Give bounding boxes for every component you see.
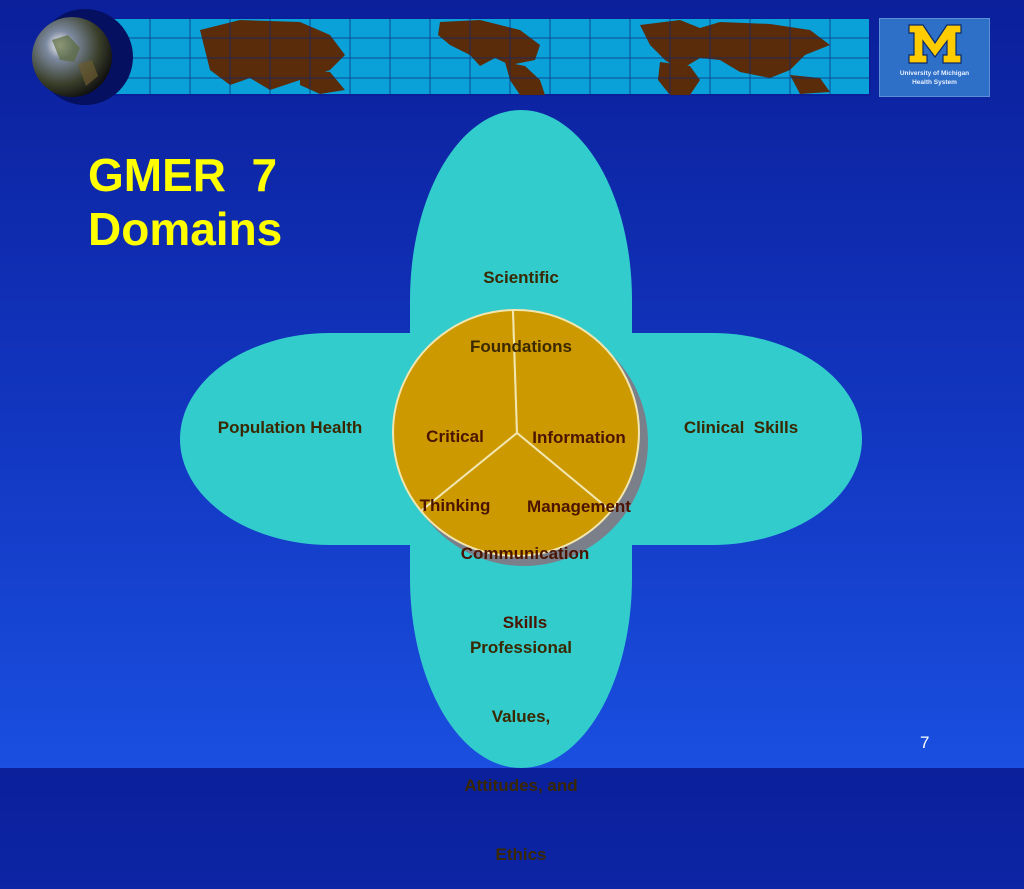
label-information-management: Information Management [527,428,631,516]
label-critical-thinking: Critical Thinking [419,427,491,515]
segment-communication-skills [419,431,613,557]
label-scientific-foundations: Scientific Foundations [470,268,572,356]
label-clinical-skills: Clinical Skills [683,418,799,437]
title-line-1: GMER 7 [88,149,278,201]
slide-title: GMER 7 Domains [88,148,282,256]
logo-line-2: Health System [912,79,957,86]
center-pie [392,308,640,557]
label-population-health: Population Health [217,418,363,437]
page-number: 7 [920,733,930,752]
title-line-2: Domains [88,203,283,255]
label-communication-skills: Communication Skills [460,544,590,632]
segment-information-management [511,308,640,513]
university-logo: University of Michigan Health System [879,18,990,97]
logo-line-1: University of Michigan [899,70,970,77]
segment-critical-thinking [392,308,519,513]
header-banner [32,9,871,105]
domains-diagram [180,110,862,768]
world-map-strip [104,17,871,96]
block-m-icon [908,24,962,64]
